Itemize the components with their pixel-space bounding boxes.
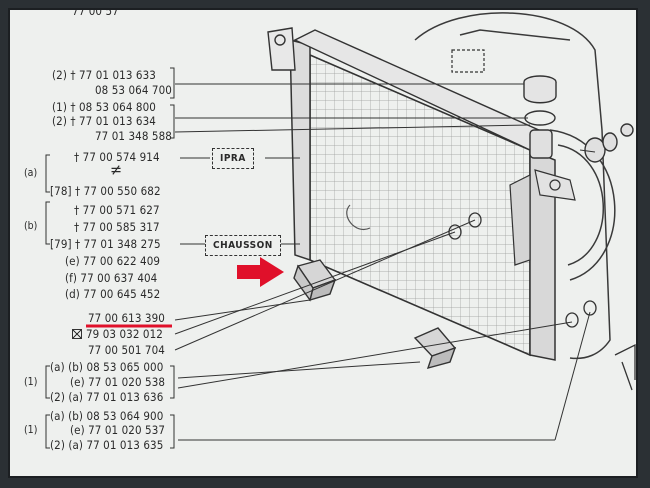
- part-number: † 77 00 585 317: [74, 220, 160, 234]
- part-number: † 77 00 571 627: [74, 203, 160, 217]
- part-number: (2) (a) 77 01 013 636: [50, 390, 164, 404]
- part-number: 79 03 032 012: [72, 328, 163, 341]
- leader-lines: [174, 83, 596, 441]
- part-number: (2) † 77 01 013 633: [52, 68, 156, 82]
- part-number: (e) 77 01 020 537: [70, 423, 166, 437]
- part-number: (2) (a) 77 01 013 635: [50, 438, 164, 452]
- part-number: (1) † 08 53 064 800: [52, 100, 156, 114]
- part-number: (e) 77 00 622 409: [65, 254, 161, 268]
- washers: [448, 212, 597, 328]
- dashed-box: [451, 49, 485, 73]
- part-number: (e) 77 01 020 538: [70, 375, 166, 389]
- rubber-block-2: [413, 327, 457, 370]
- radiator-exploded-drawing: [45, 12, 636, 449]
- part-number: (f) 77 00 637 404: [65, 271, 158, 285]
- part-number: (2) † 77 01 013 634: [52, 114, 156, 128]
- fan-shroud: [414, 12, 616, 360]
- part-number: 08 53 064 700: [95, 83, 172, 97]
- group-brackets: [45, 67, 175, 449]
- radiator-core: [267, 27, 576, 361]
- part-number: (a) (b) 08 53 064 900: [50, 409, 164, 423]
- group-label-1: (1): [24, 424, 38, 436]
- part-number-cut: 77 00 57: [72, 8, 119, 18]
- part-number: [79] † 77 01 348 275: [50, 237, 161, 251]
- part-number: † 77 00 574 914: [74, 150, 160, 164]
- part-number: [78] † 77 00 550 682: [50, 184, 161, 198]
- group-label-b: (b): [24, 220, 38, 232]
- highlight-arrow: [237, 257, 284, 287]
- group-label-a: (a): [24, 167, 38, 179]
- group-label-1: (1): [24, 376, 38, 388]
- part-number-highlighted: 77 00 613 390: [88, 311, 165, 325]
- part-number: 77 00 501 704: [88, 343, 165, 357]
- bracket-bottom-right: [614, 343, 636, 391]
- chausson-tag: CHAUSSON: [205, 235, 281, 256]
- cap-top: [523, 75, 557, 126]
- part-number: 77 01 348 588: [95, 129, 172, 143]
- bushing-right: [584, 123, 634, 163]
- parts-catalog-page: 77 00 57 (2) † 77 01 013 633 08 53 064 7…: [8, 8, 638, 478]
- not-equal-symbol: ≠: [110, 160, 123, 179]
- part-number: (d) 77 00 645 452: [65, 287, 161, 301]
- ipra-tag: IPRA: [212, 148, 254, 169]
- part-number: (a) (b) 08 53 065 000: [50, 360, 164, 374]
- cross-box-icon: [72, 329, 82, 339]
